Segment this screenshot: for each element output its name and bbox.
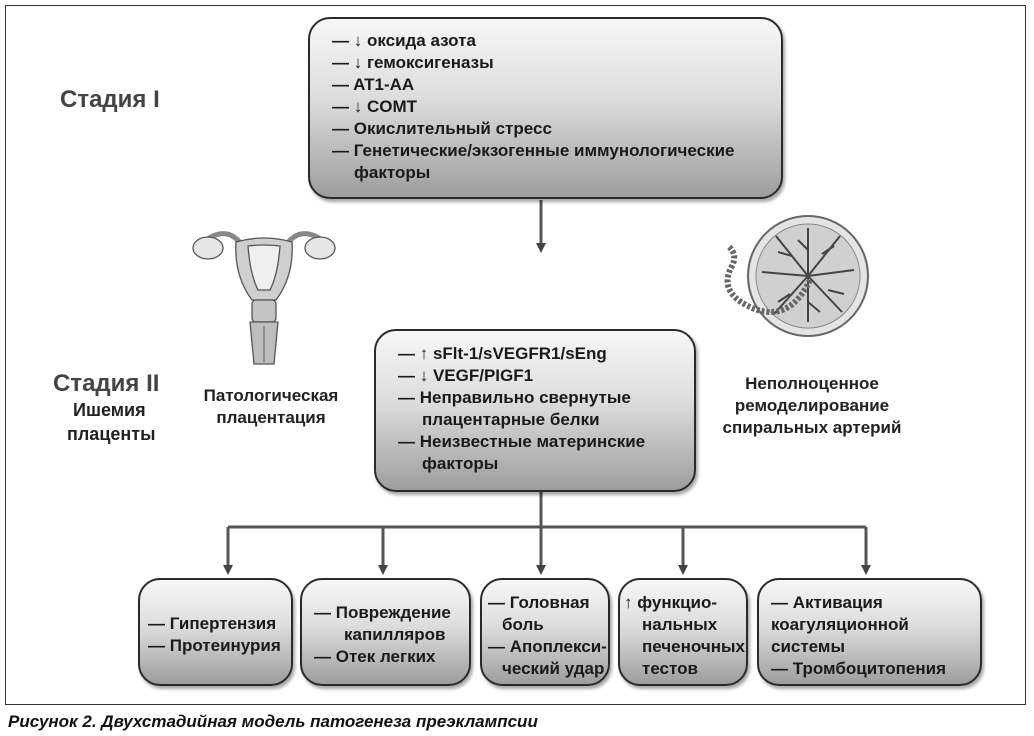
uterus-caption: Патологическая плацентация [186,385,356,429]
outcome-item: капилляров [344,625,446,644]
artery-caption: Неполноценное ремоделирование спиральных… [712,373,912,439]
stage2-box: — ↑ sFlt-1/sVEGFR1/sEng — ↓ VEGF/PIGF1 —… [374,329,696,492]
stage1-item: — Генетические/экзогенные иммунологическ… [332,141,735,160]
outcome-item: тестов [642,659,698,678]
stage1-item: факторы [354,163,431,182]
outcome-item: ↑ функцио- [624,593,718,612]
outcome-item: — Отек легких [314,647,436,666]
outcome-item: — Тромбоцитопения [771,659,946,678]
stage2-item: — ↓ VEGF/PIGF1 [398,366,534,385]
outcome-box-headache: — Головная боль — Апоплекси- ческий удар [480,578,610,686]
stage2-label: Стадия II [53,370,160,397]
stage2-item: факторы [422,454,499,473]
outcome-item: — Активация [771,593,883,612]
uterus-caption-line: плацентация [216,408,326,427]
stage1-item: — ↓ оксида азота [332,31,476,50]
stage1-item: — AT1-AA [332,75,415,94]
outcome-item: ческий удар [502,659,605,678]
stage2-item: — ↑ sFlt-1/sVEGFR1/sEng [398,344,607,363]
stage2-sublabel-line2: плаценты [67,424,156,444]
outcome-item: печеночных [642,637,745,656]
artery-caption-line: ремоделирование [734,396,890,415]
stage2-item: плацентарные белки [422,410,600,429]
figure-frame [5,5,1026,705]
outcome-item: — Апоплекси- [488,637,607,656]
stage2-item: — Неправильно свернутые [398,388,631,407]
stage1-item: — ↓ гемоксигеназы [332,53,494,72]
stage2-sublabel-line1: Ишемия [73,400,146,420]
outcome-item: нальных [642,615,718,634]
stage2-item: — Неизвестные материнские [398,432,646,451]
uterus-caption-line: Патологическая [203,386,339,405]
stage1-item: — ↓ COMT [332,97,417,116]
outcome-item: — Повреждение [314,603,451,622]
spiral-artery-illustration [724,215,869,337]
artery-caption-line: Неполноценное [745,374,879,393]
outcome-box-coagulation: — Активация коагуляционной системы — Тро… [757,578,982,686]
outcome-box-liver: ↑ функцио- нальных печеночных тестов [618,578,748,686]
outcome-item: — Протеинурия [148,636,281,655]
figure-caption: Рисунок 2. Двухстадийная модель патогене… [8,712,538,731]
uterus-illustration [192,231,336,365]
outcome-item: боль [502,615,544,634]
stage1-box: — ↓ оксида азота — ↓ гемоксигеназы — AT1… [308,17,783,199]
artery-caption-line: спиральных артерий [722,418,902,437]
stage1-item: — Окислительный стресс [332,119,552,138]
outcome-item: — Гипертензия [148,614,277,633]
outcome-box-capillary: — Повреждение капилляров — Отек легких [300,578,471,686]
stage1-label: Стадия I [60,86,160,113]
outcome-item: — Головная [488,593,590,612]
outcome-item: системы [771,637,846,656]
outcome-box-hypertension: — Гипертензия — Протеинурия [138,578,293,686]
outcome-item: коагуляционной [771,615,909,634]
